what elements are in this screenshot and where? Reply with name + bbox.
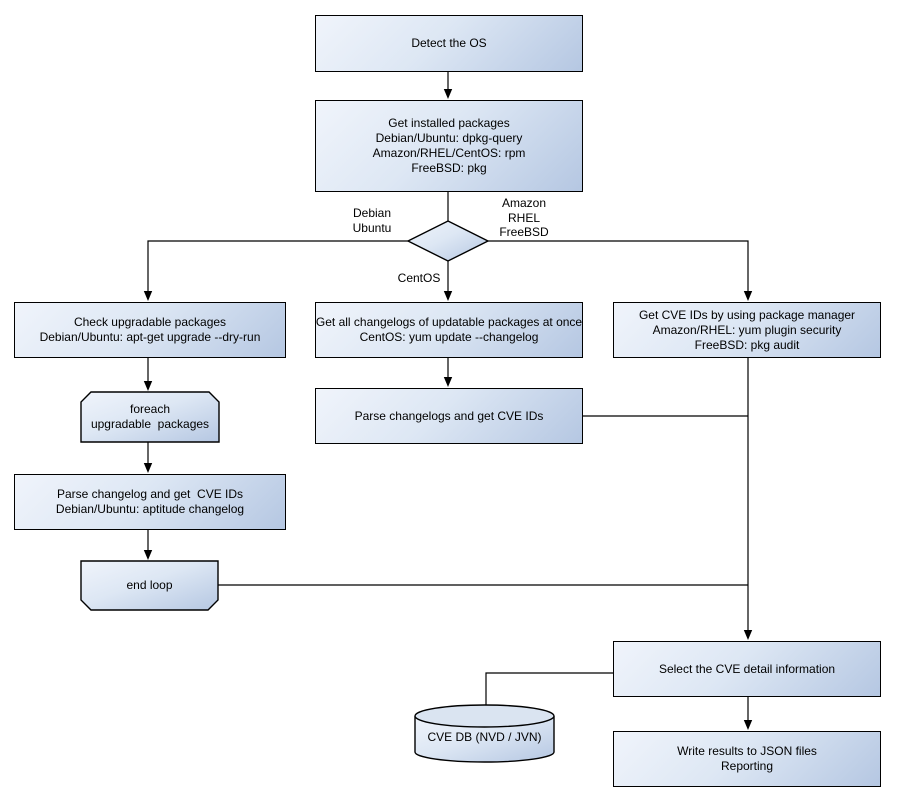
foreach-loop-shape <box>80 391 220 443</box>
arrowhead <box>743 291 753 301</box>
node-label: CentOS: yum update --changelog <box>359 330 539 344</box>
node-get-installed-packages: Get installed packages Debian/Ubuntu: dp… <box>315 100 583 192</box>
cve-db-cylinder-body <box>414 716 555 763</box>
node-write-results: Write results to JSON files Reporting <box>613 731 881 787</box>
cve-db-label: CVE DB (NVD / JVN) <box>415 718 554 756</box>
node-label: Amazon/RHEL/CentOS: rpm <box>372 146 526 160</box>
end-loop-label: end loop <box>81 561 218 610</box>
arrowhead <box>143 463 153 473</box>
cve-db-cylinder-top <box>414 704 555 728</box>
foreach-loop-label: foreach upgradable packages <box>81 392 219 442</box>
branch-label-amazon-rhel-freebsd: Amazon RHEL FreeBSD <box>499 196 549 239</box>
node-parse-changelog-left: Parse changelog and get CVE IDs Debian/U… <box>14 474 286 530</box>
node-label: Check upgradable packages <box>73 315 227 329</box>
node-label: Parse changelogs and get CVE IDs <box>354 408 544 423</box>
node-label: end loop <box>126 578 173 592</box>
node-label: Amazon/RHEL: yum plugin security <box>652 322 842 337</box>
node-detect-os: Detect the OS <box>315 15 583 72</box>
node-label: foreach <box>129 402 171 416</box>
decision-os-diamond <box>406 220 490 262</box>
node-label: Get CVE IDs by using package manager <box>638 307 856 322</box>
node-check-upgradable-packages: Check upgradable packages Debian/Ubuntu:… <box>14 302 286 358</box>
node-label: FreeBSD: pkg audit <box>694 337 800 352</box>
arrowhead <box>143 381 153 391</box>
arrowhead <box>743 630 753 640</box>
edge-cvedb-to-select <box>485 672 613 707</box>
edge-decision-to-get-cve-ids <box>488 240 749 292</box>
node-get-cve-ids-by-pkg-manager: Get CVE IDs by using package manager Ama… <box>613 302 881 358</box>
node-parse-changelogs-mid: Parse changelogs and get CVE IDs <box>315 388 583 444</box>
node-label: Detect the OS <box>411 36 487 50</box>
node-label: Write results to JSON files <box>677 744 817 758</box>
node-label: Reporting <box>720 759 774 773</box>
node-label: FreeBSD: pkg <box>411 161 487 175</box>
node-label: upgradable packages <box>90 417 210 431</box>
node-label: Select the CVE detail information <box>658 661 836 676</box>
node-label: Get installed packages <box>388 116 510 130</box>
end-loop-shape <box>80 560 219 611</box>
branch-label-debian-ubuntu: Debian Ubuntu <box>352 206 392 235</box>
node-label: CVE DB (NVD / JVN) <box>427 729 542 744</box>
node-get-all-changelogs: Get all changelogs of updatable packages… <box>315 302 583 358</box>
arrowhead <box>443 377 453 387</box>
node-select-cve-detail: Select the CVE detail information <box>613 641 881 697</box>
branch-label-centos: CentOS <box>397 271 441 285</box>
node-label: Debian/Ubuntu: apt-get upgrade --dry-run <box>39 330 261 344</box>
edge-decision-to-check-upgradable <box>147 240 408 292</box>
node-label: Debian/Ubuntu: dpkg-query <box>375 131 523 145</box>
node-label: Parse changelog and get CVE IDs <box>56 487 244 501</box>
arrowhead <box>743 720 753 730</box>
node-label: Debian/Ubuntu: aptitude changelog <box>55 502 245 516</box>
node-label: Get all changelogs of updatable packages… <box>315 315 583 329</box>
arrowhead <box>143 291 153 301</box>
arrowhead <box>143 550 153 560</box>
arrowhead <box>443 291 453 301</box>
arrowhead <box>443 89 453 99</box>
